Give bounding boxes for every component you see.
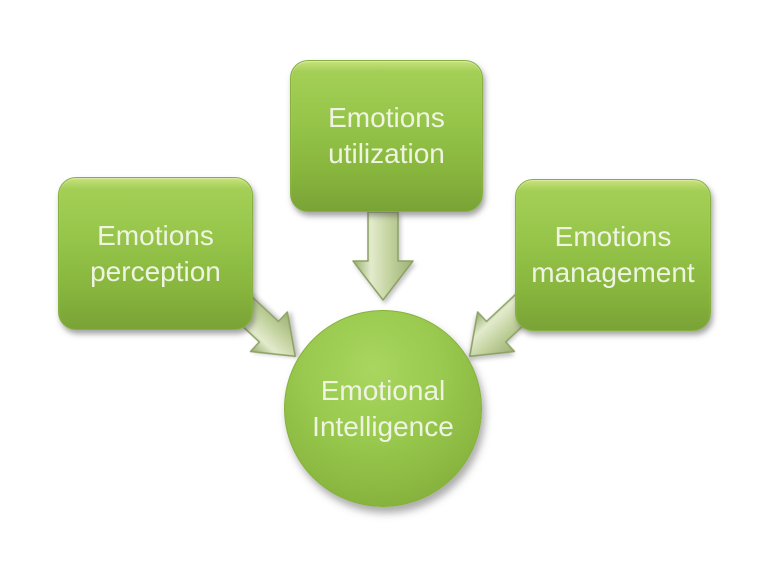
- node-label-line1: Emotions: [328, 102, 445, 133]
- node-emotions-perception: Emotions perception: [58, 177, 253, 330]
- node-emotions-management: Emotions management: [515, 179, 711, 331]
- node-emotions-utilization: Emotions utilization: [290, 60, 483, 212]
- down-arrow-icon: [352, 211, 414, 301]
- node-label: Emotions management: [531, 219, 694, 291]
- node-label: Emotions utilization: [328, 100, 445, 172]
- node-label: Emotions perception: [90, 218, 221, 290]
- node-label-line1: Emotional: [320, 374, 446, 406]
- node-label-line2: Intelligence: [312, 410, 454, 442]
- node-label-line2: utilization: [328, 138, 445, 169]
- node-label-line2: perception: [90, 255, 221, 287]
- node-label-line2: management: [531, 257, 695, 288]
- node-emotional-intelligence: Emotional Intelligence: [284, 310, 482, 507]
- node-label-line1: Emotions: [554, 221, 672, 252]
- node-label: Emotional Intelligence: [312, 373, 454, 445]
- node-label-line1: Emotions: [97, 219, 214, 251]
